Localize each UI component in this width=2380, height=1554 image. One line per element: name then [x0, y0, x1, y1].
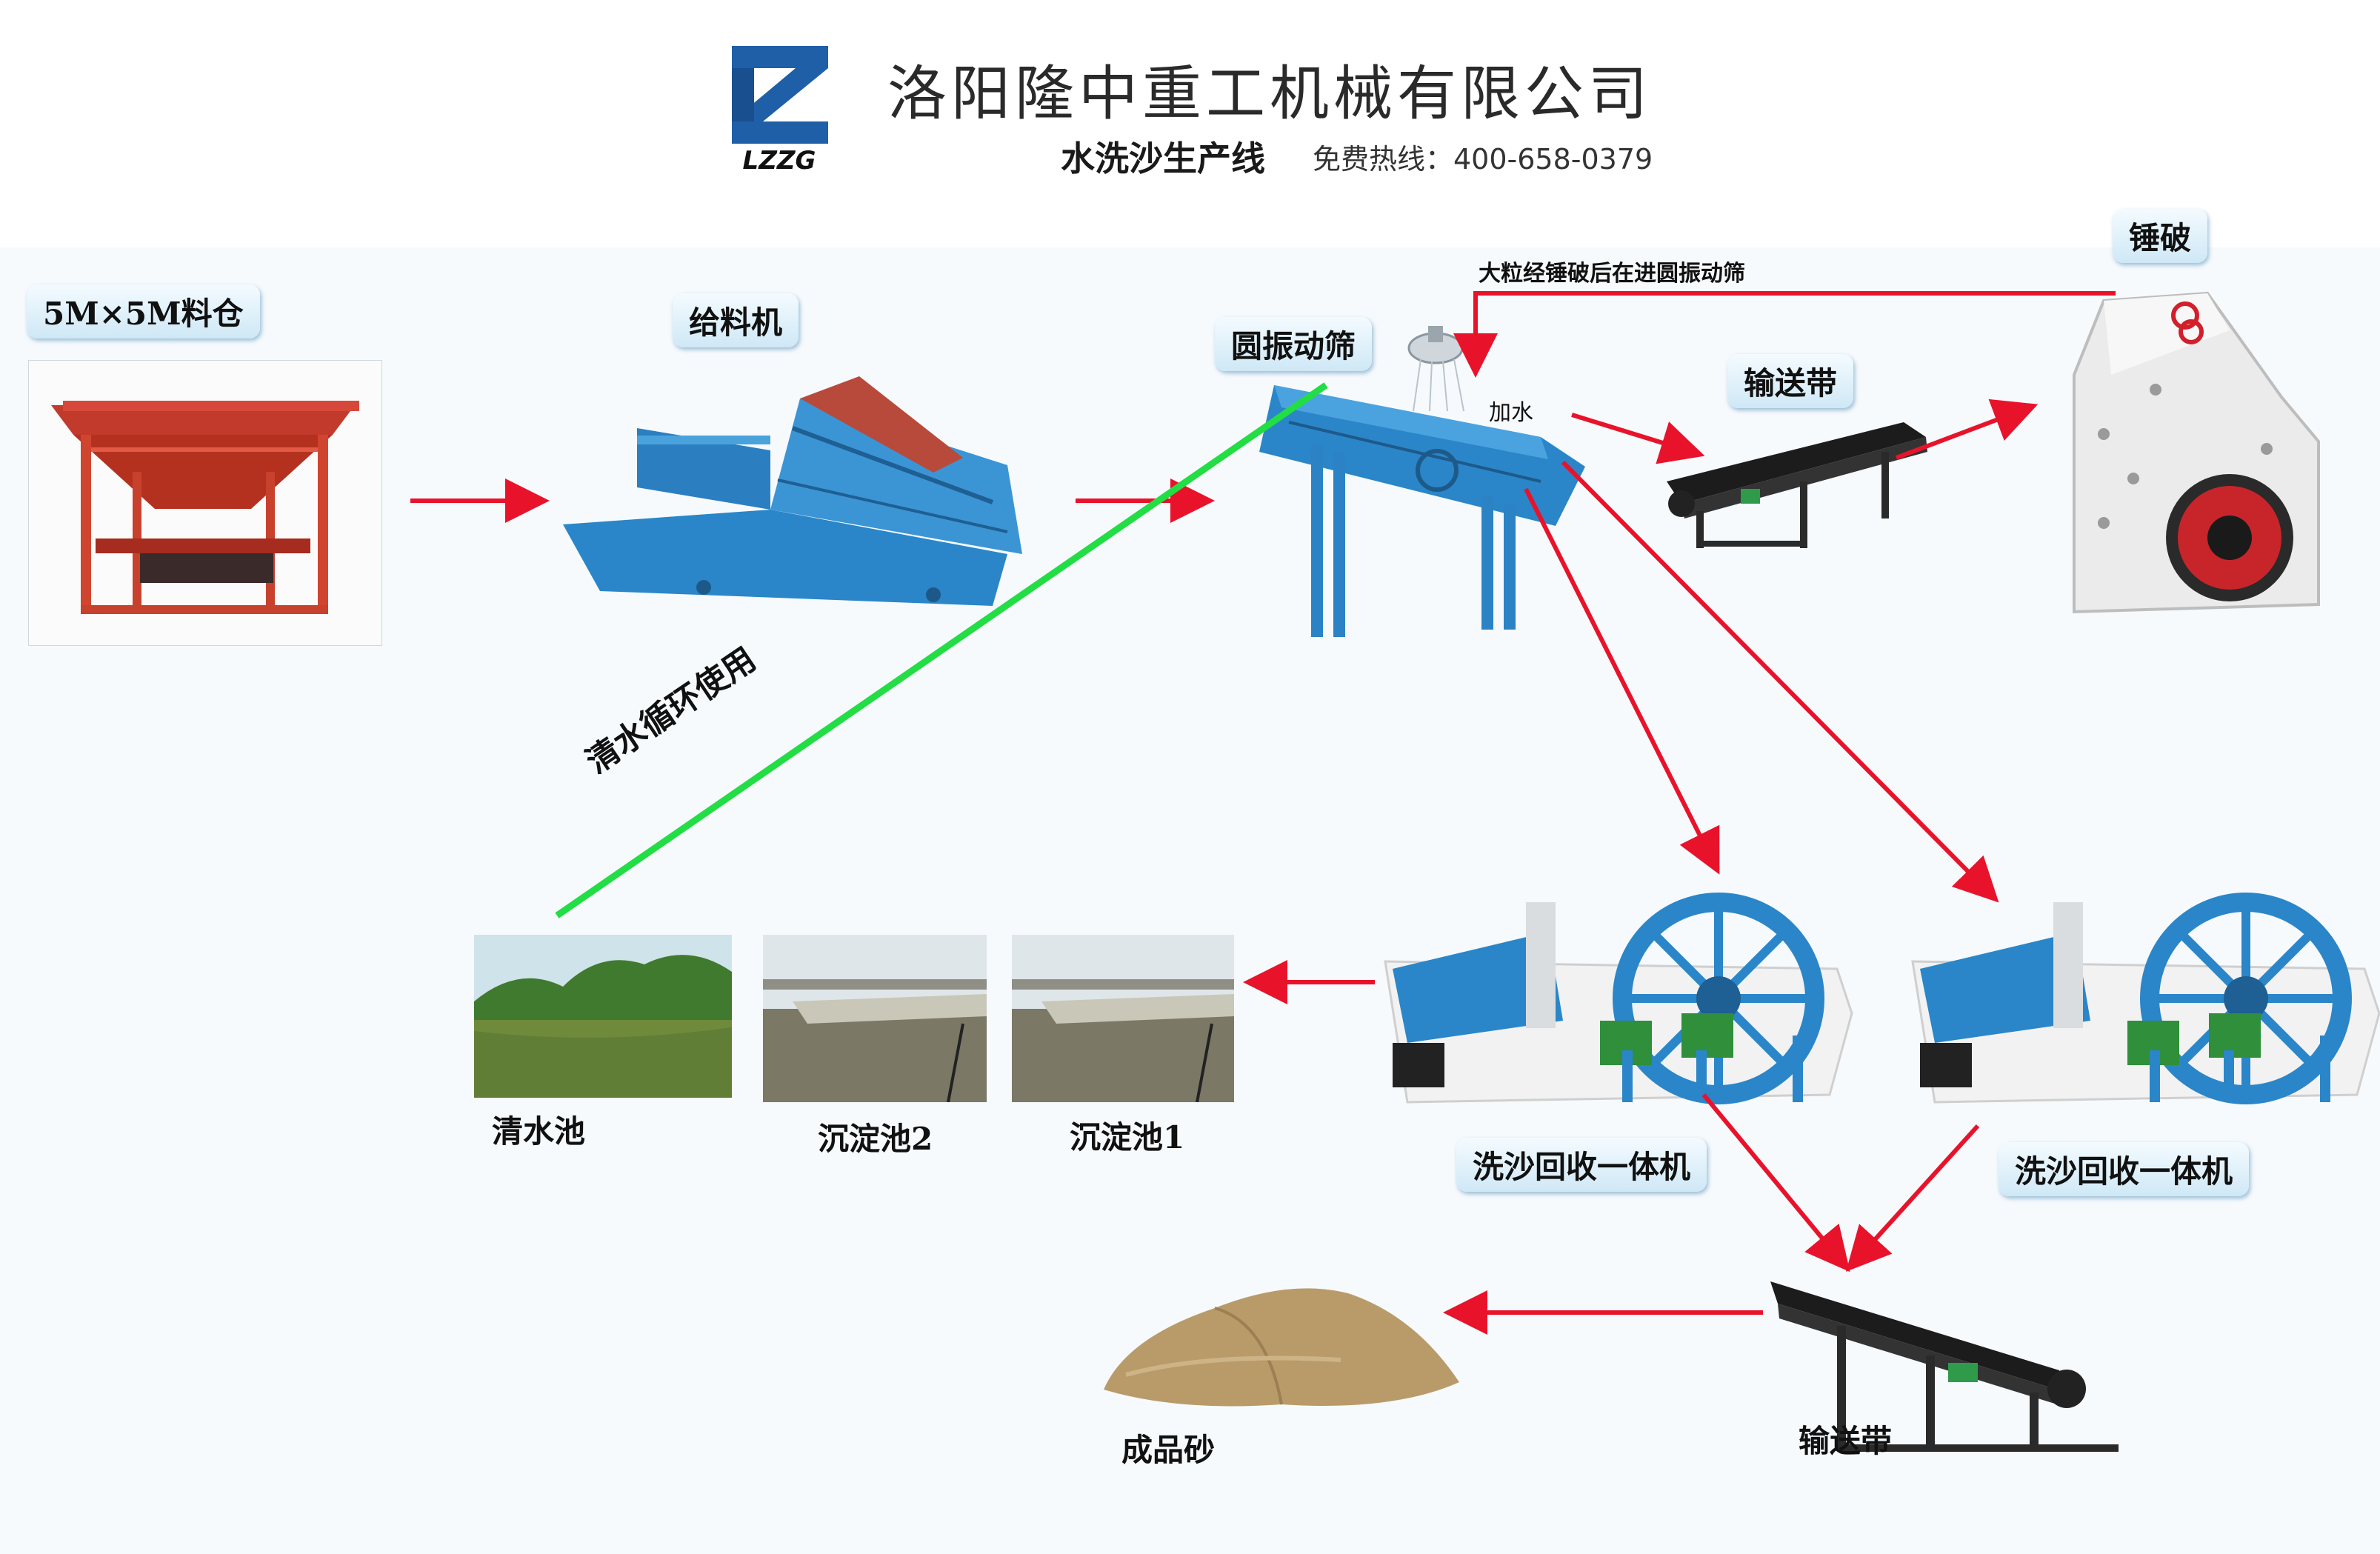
- label-settling-1: 沉淀池1: [1070, 1119, 1185, 1156]
- vibrating-screen-illustration: [1259, 385, 1585, 637]
- conveyor-bottom-illustration: [1770, 1281, 2119, 1452]
- label-washer-right: 洗沙回收一体机: [1999, 1142, 2250, 1196]
- label-settling-2: 沉淀池2: [818, 1121, 933, 1157]
- clear-pool-photo: [474, 935, 732, 1098]
- conveyor-top-illustration: [1667, 422, 1927, 548]
- arrow-screen-to-washer-right: [1561, 460, 1999, 903]
- line-title: 水洗沙生产线: [1061, 139, 1265, 179]
- company-name: 洛阳隆中重工机械有限公司: [887, 59, 1652, 128]
- arrow-screen-to-washer-left: [1524, 487, 1720, 875]
- label-clear-pool: 清水池: [492, 1113, 586, 1150]
- arrow-washer-right-to-conveyor: [1845, 1124, 1980, 1272]
- settling-pool-2-photo: [763, 935, 987, 1102]
- company-logo: LZZG: [732, 46, 828, 173]
- sand-washer-left-illustration: [1384, 893, 1853, 1104]
- logo-text: LZZG: [743, 146, 816, 173]
- label-screen: 圆振动筛: [1215, 317, 1373, 371]
- water-sprayer: [1407, 326, 1464, 412]
- hotline: 免费热线：400-658-0379: [1313, 143, 1653, 176]
- label-silo: 5M×5M料仓: [27, 284, 260, 339]
- feeder-illustration: [563, 376, 1022, 606]
- label-conveyor-bottom: 输送带: [1799, 1423, 1893, 1459]
- arrow-crusher-return-loop: [1453, 291, 2116, 378]
- arrow-screen-to-conveyor: [1571, 413, 1705, 464]
- finished-sand-pile: [1104, 1288, 1459, 1407]
- arrow-washer-left-to-conveyor: [1701, 1093, 1850, 1273]
- sand-washer-right-illustration: [1911, 893, 2380, 1104]
- hammer-crusher-illustration: [2073, 291, 2320, 614]
- label-feeder: 给料机: [673, 293, 799, 347]
- label-conveyor-top: 输送带: [1727, 354, 1854, 408]
- water-recycle-line: [555, 382, 1328, 918]
- label-product: 成品砂: [1121, 1432, 1216, 1468]
- label-hammer-crusher: 锤破: [2113, 209, 2208, 263]
- note-add-water: 加水: [1489, 400, 1533, 426]
- label-washer-left: 洗沙回收一体机: [1456, 1138, 1707, 1192]
- note-return-loop: 大粒经锤破后在进圆振动筛: [1479, 261, 1745, 287]
- settling-pool-1-photo: [1012, 935, 1234, 1102]
- silo-photo: [28, 360, 382, 646]
- arrow-conveyor-to-crusher: [1895, 398, 2039, 460]
